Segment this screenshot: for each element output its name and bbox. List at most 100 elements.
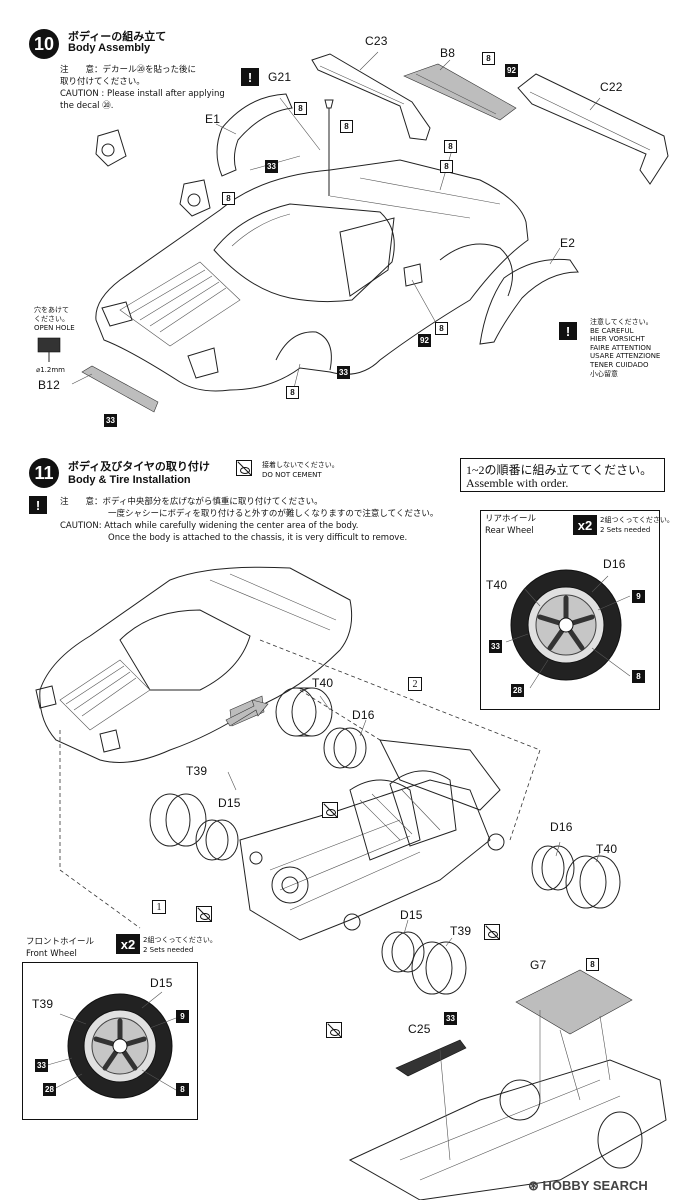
callout-33: 33 bbox=[104, 414, 117, 427]
callout-8: 8 bbox=[286, 386, 299, 399]
careful-line: BE CAREFUL bbox=[590, 326, 634, 335]
step-11-title-jp: ボディ及びタイヤの取り付け bbox=[68, 460, 210, 473]
g21-antenna-part bbox=[324, 99, 334, 196]
front-callout-9: 9 bbox=[176, 1010, 189, 1023]
rear-rim-d16-upper bbox=[323, 727, 367, 769]
front-wheel-title-en: Front Wheel bbox=[26, 949, 77, 959]
careful-line: USARE ATTENZIONE bbox=[590, 352, 661, 361]
no-cement-jp: 接着しないでください。 bbox=[262, 461, 339, 469]
callout-8: 8 bbox=[440, 160, 453, 173]
rear-sets-en: 2 Sets needed bbox=[600, 526, 651, 534]
label-g21: G21 bbox=[268, 70, 292, 84]
step-10-note-en-2: the decal ⑳. bbox=[60, 101, 114, 111]
careful-line: TENER CUIDADO bbox=[590, 360, 649, 369]
open-hole-jp-2: ください。 bbox=[34, 315, 69, 323]
rear-callout-33: 33 bbox=[489, 640, 502, 653]
c22-spoiler-part bbox=[517, 73, 669, 185]
caution-icon: ! bbox=[29, 496, 47, 514]
careful-line: 小心留意 bbox=[590, 369, 618, 378]
callout-8: 8 bbox=[482, 52, 495, 65]
order-en: Assemble with order. bbox=[466, 476, 569, 490]
no-cement-icon bbox=[326, 1022, 342, 1038]
no-cement-en: DO NOT CEMENT bbox=[262, 471, 322, 479]
step-10-title-en: Body Assembly bbox=[68, 42, 151, 54]
front-rim-label: D15 bbox=[150, 976, 173, 990]
headlight-right-part bbox=[179, 179, 211, 217]
front-callout-33: 33 bbox=[35, 1059, 48, 1072]
order-jp: 1~2の順番に組み立ててください。 bbox=[466, 463, 653, 477]
b12-lip-part bbox=[81, 365, 159, 413]
times-two-badge: x2 bbox=[573, 515, 597, 535]
no-cement-icon bbox=[236, 460, 252, 476]
front-callout-8: 8 bbox=[176, 1083, 189, 1096]
car-body-step11 bbox=[35, 566, 353, 763]
callout-33: 33 bbox=[265, 160, 278, 173]
front-rim-d15-left bbox=[195, 819, 239, 861]
car-body-step10 bbox=[95, 159, 529, 392]
careful-notice: 注意してください。 BE CAREFUL HIER VORSICHT FAIRE… bbox=[590, 318, 660, 378]
front-callout-28: 28 bbox=[43, 1083, 56, 1096]
front-wheel-title-jp: フロントホイール bbox=[26, 937, 95, 947]
rear-wheel-title-jp: リアホイール bbox=[485, 514, 537, 524]
label-c23: C23 bbox=[365, 34, 388, 48]
step-10-number: 10 bbox=[29, 29, 59, 59]
hole-size: ⌀1.2mm bbox=[36, 366, 65, 374]
careful-line: FAIRE ATTENTION bbox=[590, 343, 652, 352]
callout-92: 92 bbox=[505, 64, 518, 77]
label-c25: C25 bbox=[408, 1022, 431, 1036]
step-10-drawing bbox=[37, 51, 669, 413]
rear-rim-label: D16 bbox=[603, 557, 626, 571]
careful-line: HIER VORSICHT bbox=[590, 335, 645, 344]
watermark-icon: ⊛ bbox=[528, 1178, 543, 1193]
step-11-note-jp-1: 注 意：ボディ中央部分を広げながら慎重に取り付けてください。 bbox=[60, 497, 323, 507]
label-c22: C22 bbox=[600, 80, 623, 94]
label-g7: G7 bbox=[530, 958, 547, 972]
label-t40: T40 bbox=[596, 842, 618, 856]
step-10-note-en-1: CAUTION : Please install after applying bbox=[60, 89, 225, 99]
label-d16: D16 bbox=[550, 820, 573, 834]
label-b12: B12 bbox=[38, 378, 60, 392]
step-11-note-jp-2: 一度シャシーにボディを取り付けると外すのが難しくなりますので注意してください。 bbox=[108, 509, 439, 519]
front-sets-en: 2 Sets needed bbox=[143, 946, 194, 954]
step-10-note-jp-2: 取り付けてください。 bbox=[60, 77, 145, 87]
front-tire-t39-bottom bbox=[411, 941, 467, 995]
rear-callout-9: 9 bbox=[632, 590, 645, 603]
step-10-title-jp: ボディーの組み立て bbox=[68, 30, 167, 43]
direction-arrow-icon bbox=[225, 699, 269, 727]
front-wheel-drawing bbox=[43, 991, 177, 1099]
callout-33: 33 bbox=[337, 366, 350, 379]
label-d15: D15 bbox=[400, 908, 423, 922]
headlight-left-part bbox=[95, 129, 127, 167]
c23-wing-part bbox=[311, 53, 431, 141]
rear-callout-8: 8 bbox=[632, 670, 645, 683]
open-hole-jp-1: 穴をあけて bbox=[34, 306, 69, 314]
rear-wheel-title-en: Rear Wheel bbox=[485, 526, 534, 536]
no-cement-icon bbox=[322, 802, 338, 818]
callout-8: 8 bbox=[444, 140, 457, 153]
callout-92: 92 bbox=[418, 334, 431, 347]
no-cement-icon bbox=[484, 924, 500, 940]
rear-rim-d16-right bbox=[531, 845, 575, 891]
front-sets-jp: 2組つくってください。 bbox=[143, 936, 217, 944]
step-11-drawing bbox=[35, 566, 667, 1200]
label-d15: D15 bbox=[218, 796, 241, 810]
callout-8: 8 bbox=[294, 102, 307, 115]
caution-icon: ! bbox=[241, 68, 259, 86]
label-e2: E2 bbox=[560, 236, 576, 250]
front-wheel-box bbox=[22, 962, 198, 1120]
watermark-logo: ⊛ HOBBY SEARCH bbox=[528, 1178, 648, 1194]
order-mark-2: 2 bbox=[408, 677, 422, 691]
drill-icon bbox=[37, 337, 61, 362]
rear-wheel-drawing bbox=[505, 569, 631, 689]
watermark-text: HOBBY SEARCH bbox=[542, 1178, 648, 1193]
e1-fender-part bbox=[216, 93, 293, 177]
assemble-order-box: 1~2の順番に組み立ててください。 Assemble with order. bbox=[460, 458, 665, 492]
step-10-note-jp-1: 注 意：デカール⑳を貼った後に bbox=[60, 65, 197, 75]
order-mark-1: 1 bbox=[152, 900, 166, 914]
label-t39: T39 bbox=[450, 924, 472, 938]
step-11-note-en-1: CAUTION: Attach while carefully widening… bbox=[60, 521, 359, 531]
rear-wheel-box: リアホイール Rear Wheel x2 2組つくってください。 2 Sets … bbox=[480, 510, 674, 710]
callout-33: 33 bbox=[444, 1012, 457, 1025]
e2-fender-part bbox=[479, 258, 579, 345]
label-t40: T40 bbox=[312, 676, 334, 690]
